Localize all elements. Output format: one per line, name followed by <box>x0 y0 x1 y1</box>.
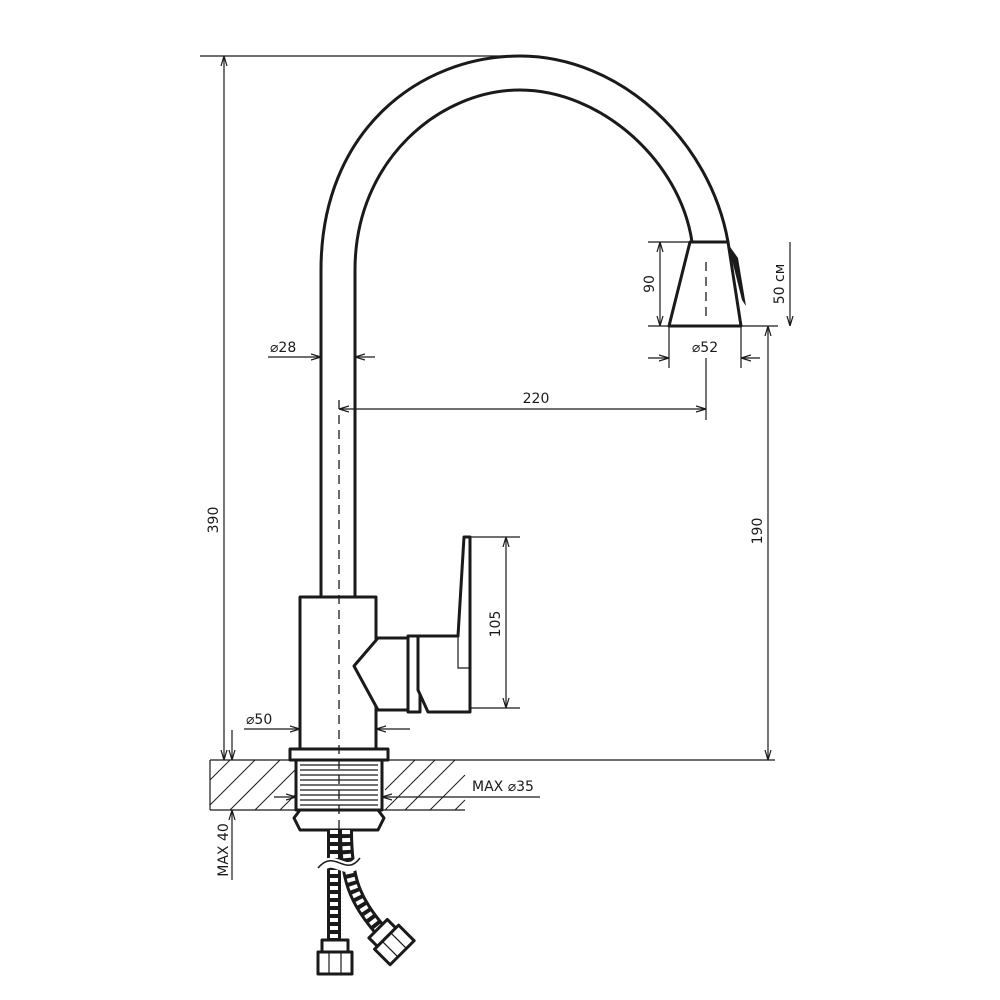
hose-break-line <box>317 857 361 869</box>
dim-body-diameter: ⌀50 <box>244 712 410 745</box>
aerator-edge <box>728 244 746 306</box>
dim-spout-reach: 220 <box>339 391 706 409</box>
aerator <box>667 240 743 328</box>
hose-nut-left <box>316 950 354 976</box>
dim-total-height: 390 <box>200 55 520 760</box>
spout-tube-inner <box>353 88 694 599</box>
lever-handle <box>416 535 472 714</box>
dim-mount-hole: MAX ⌀35 <box>274 779 540 797</box>
hose-break-mark <box>314 856 364 874</box>
dim-pipe-diameter-label: ⌀28 <box>270 340 296 356</box>
dim-mount-hole-label: MAX ⌀35 <box>472 779 534 795</box>
dim-aerator-diameter-label: ⌀52 <box>692 340 718 356</box>
hose-nut-right <box>367 917 416 967</box>
hose-right-braid <box>342 829 384 933</box>
faucet <box>288 54 746 976</box>
dim-body-diameter-label: ⌀50 <box>246 712 272 728</box>
dim-total-height-label: 390 <box>206 507 222 534</box>
hose-fitting-left <box>320 938 350 954</box>
dim-spout-clearance: 190 <box>750 326 768 760</box>
dim-spout-clearance-label: 190 <box>750 518 766 545</box>
dim-handle-height: 105 <box>470 536 520 709</box>
dim-aerator-adjust: 50 см <box>741 242 790 327</box>
dim-countertop-thickness-label: MAX 40 <box>216 823 232 877</box>
countertop-hatch <box>209 759 466 811</box>
dim-aerator-diameter: ⌀52 <box>648 326 760 368</box>
dim-handle-height-label: 105 <box>488 611 504 638</box>
dim-spout-reach-label: 220 <box>523 391 550 407</box>
countertop <box>209 759 775 811</box>
dim-countertop-thickness: MAX 40 <box>216 730 232 880</box>
center-lines <box>338 262 707 840</box>
dim-aerator-height-label: 90 <box>642 275 658 293</box>
dim-aerator-adjust-label: 50 см <box>772 264 788 305</box>
dim-aerator-height: 90 <box>642 241 690 327</box>
dim-pipe-diameter: ⌀28 <box>268 340 375 357</box>
lever-detail <box>457 636 470 669</box>
